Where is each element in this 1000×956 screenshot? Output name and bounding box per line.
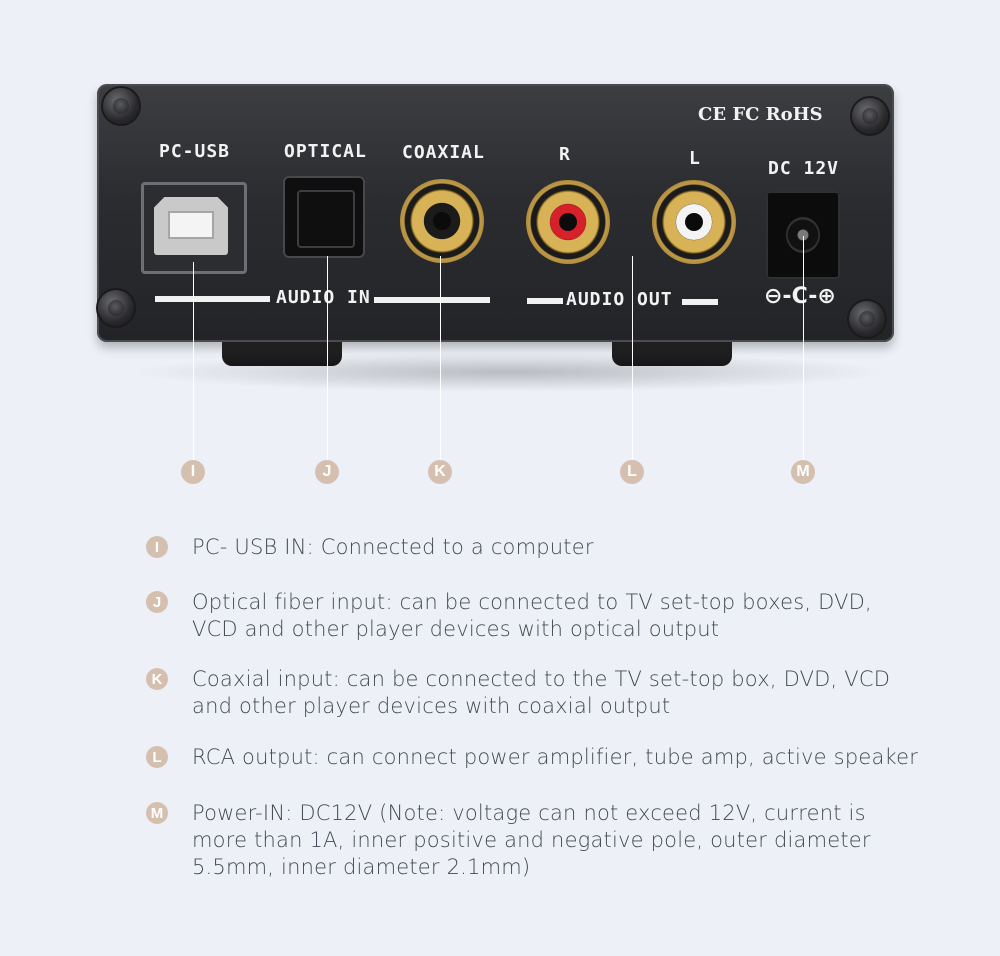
legend-line: and other player devices with coaxial ou… [192,694,671,718]
legend-line: Power-IN: DC12V (Note: voltage can not e… [192,801,866,825]
label-audio-in: AUDIO IN [276,287,371,308]
screw-top-left [103,88,139,124]
leader-line-j [327,256,328,460]
legend-line: more than 1A, inner positive and negativ… [192,828,871,852]
rca-right-hole [559,213,577,231]
leader-line-l [632,256,633,460]
leader-line-i [193,262,194,460]
marker-m: M [791,460,815,484]
leader-line-m [803,236,804,460]
coaxial-jack-hole [433,212,451,230]
usb-port-shell [154,197,228,255]
legend-marker-i: I [146,536,168,558]
device-foot-right [612,340,732,366]
coaxial-jack [400,179,484,263]
polarity-symbol: ⊖-C-⊕ [764,284,836,309]
leader-line-k [440,256,441,460]
label-coaxial: COAXIAL [402,142,485,163]
screw-top-right [852,98,888,134]
marker-j: J [315,460,339,484]
legend-line: Optical fiber input: can be connected to… [192,590,872,614]
legend-text-i: PC- USB IN: Connected to a computer [192,534,594,561]
screw-bottom-left [98,290,134,326]
legend-line: Coaxial input: can be connected to the T… [192,667,891,691]
audio-out-bar-right [682,299,718,305]
legend-text-m: Power-IN: DC12V (Note: voltage can not e… [192,800,871,881]
rca-left-hole [685,213,703,231]
screw-bottom-right [849,301,885,337]
usb-port-core [170,213,212,237]
audio-in-bar-right [374,297,490,303]
optical-port-inner [297,190,355,248]
marker-l: L [620,460,644,484]
legend-line: PC- USB IN: Connected to a computer [192,535,594,559]
legend-marker-l: L [146,746,168,768]
marker-i: I [181,460,205,484]
label-left-channel: L [689,148,701,169]
rca-left-jack [652,180,736,264]
label-audio-out: AUDIO OUT [566,289,673,310]
legend-line: RCA output: can connect power amplifier,… [192,745,919,769]
audio-in-bar-left [155,296,270,302]
legend-line: 5.5mm, inner diameter 2.1mm) [192,855,531,879]
legend-text-l: RCA output: can connect power amplifier,… [192,744,918,771]
certification-marks: CE FC RoHS [698,104,823,125]
legend-marker-m: M [146,802,168,824]
audio-out-bar-left [527,298,563,304]
legend-marker-j: J [146,591,168,613]
marker-k: K [428,460,452,484]
rca-right-jack [526,180,610,264]
legend-line: VCD and other player devices with optica… [192,617,720,641]
usb-b-port [141,182,247,274]
label-right-channel: R [559,144,571,165]
legend-text-j: Optical fiber input: can be connected to… [192,589,872,643]
legend-text-k: Coaxial input: can be connected to the T… [192,666,890,720]
device-foot-left [222,340,342,366]
label-dc-12v: DC 12V [768,158,840,179]
label-pc-usb: PC-USB [159,141,231,162]
legend-marker-k: K [146,668,168,690]
label-optical: OPTICAL [284,141,367,162]
optical-port [283,176,365,258]
